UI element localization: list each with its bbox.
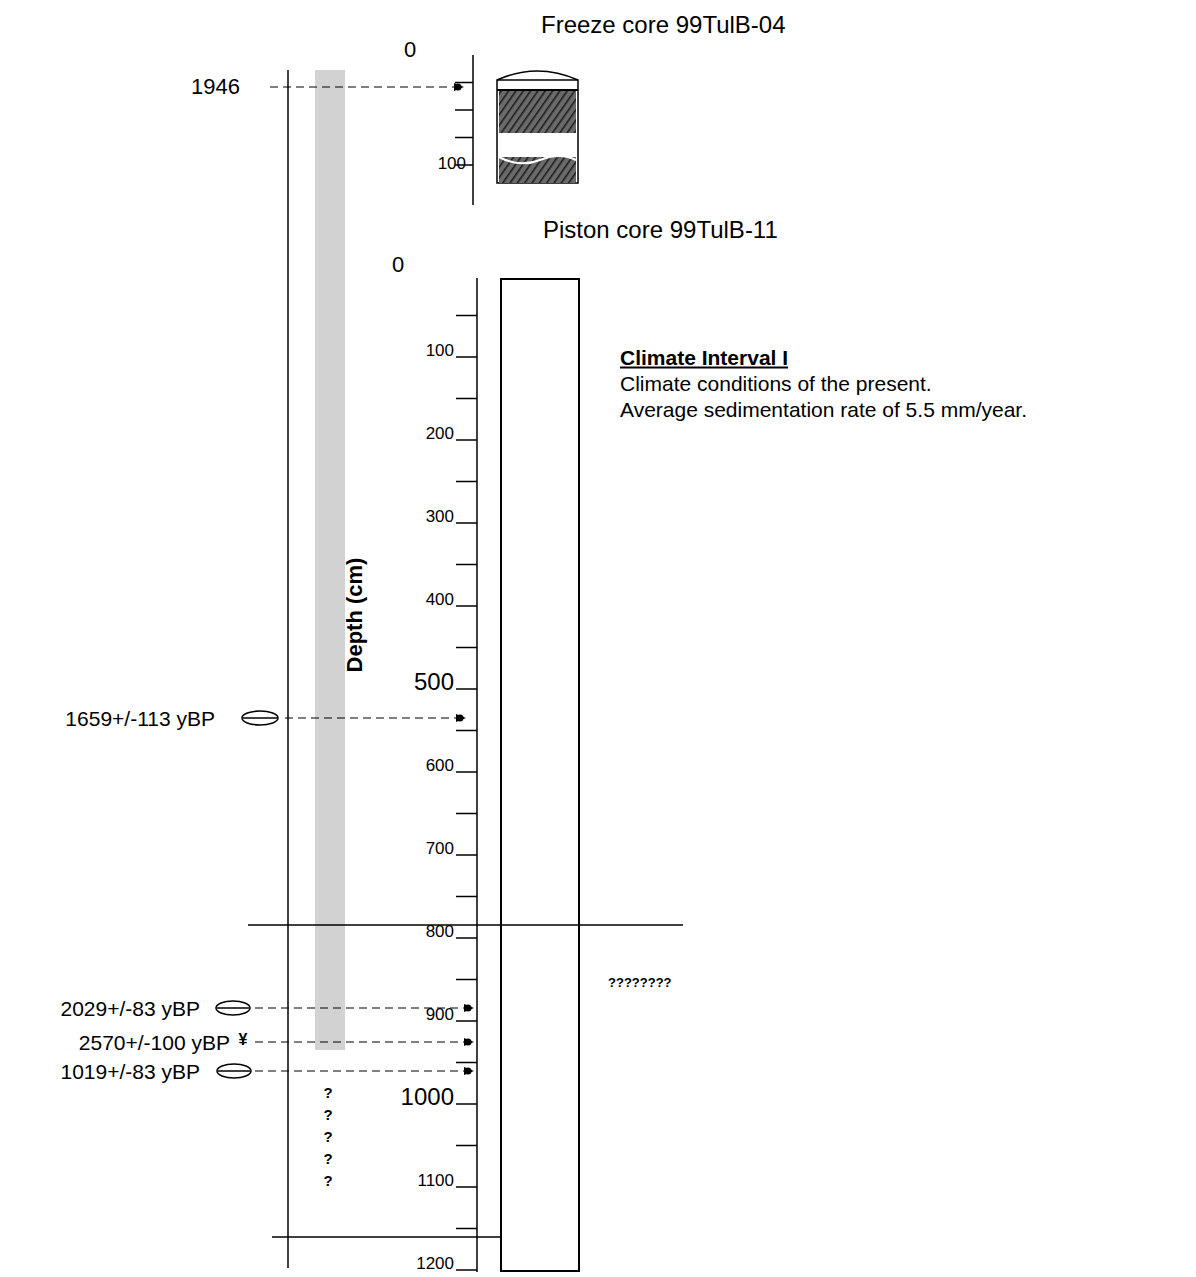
date-label: 1659+/-113 yBP bbox=[65, 708, 215, 729]
axis-tick bbox=[455, 109, 473, 111]
depth-tick-label: 100 bbox=[426, 342, 454, 359]
axis-tick bbox=[456, 771, 477, 773]
axis-tick bbox=[456, 1269, 477, 1271]
axis-tick bbox=[456, 854, 477, 856]
depth-tick-label: 200 bbox=[426, 425, 454, 442]
grey-bar bbox=[315, 70, 345, 1050]
axis-tick bbox=[455, 137, 473, 139]
axis-tick bbox=[456, 979, 477, 981]
uncertain-mark: ? bbox=[323, 1085, 332, 1100]
uncertain-mark: ? bbox=[323, 1107, 332, 1122]
uncertain-mark: ? bbox=[323, 1129, 332, 1144]
axis-line bbox=[476, 278, 478, 1272]
freeze-core-drawing bbox=[497, 71, 578, 183]
date-lines bbox=[255, 87, 466, 1071]
axis-tick bbox=[456, 315, 477, 317]
piston-core: Piston core 99TulB-11 bbox=[500, 278, 580, 1272]
interval-note: Climate conditions of the present. bbox=[620, 373, 932, 394]
axis-tick bbox=[456, 1062, 477, 1064]
axis-title: Depth (cm) bbox=[344, 558, 366, 673]
axis-tick bbox=[456, 1228, 477, 1230]
depth-tick-label: 900 bbox=[426, 1006, 454, 1023]
axis-tick bbox=[456, 813, 477, 815]
axis-tick bbox=[456, 564, 477, 566]
axis-tick bbox=[456, 605, 477, 607]
date-label: 1019+/-83 yBP bbox=[60, 1061, 200, 1082]
depth-tick-label: 1000 bbox=[401, 1085, 454, 1109]
date-markers bbox=[454, 83, 474, 1075]
sample-symbol: ¥ bbox=[239, 1032, 248, 1048]
interval-note: Average sedimentation rate of 5.5 mm/yea… bbox=[620, 399, 1027, 420]
axis-tick bbox=[456, 1186, 477, 1188]
axis-tick bbox=[456, 1145, 477, 1147]
depth-tick-label: 0 bbox=[404, 39, 416, 61]
core-title: Freeze core 99TulB-04 bbox=[541, 13, 786, 37]
depth-tick-label: 100 bbox=[438, 155, 466, 172]
date-label: 2029+/-83 yBP bbox=[60, 998, 200, 1019]
axis-line bbox=[472, 55, 474, 205]
depth-tick-label: 700 bbox=[426, 840, 454, 857]
axis-tick bbox=[456, 1020, 477, 1022]
axis-tick bbox=[456, 647, 477, 649]
sample-icons bbox=[216, 711, 278, 1078]
date-label: 1946 bbox=[191, 76, 240, 98]
axis-tick bbox=[456, 356, 477, 358]
depth-tick-label: 1100 bbox=[417, 1172, 454, 1189]
axis-tick bbox=[456, 937, 477, 939]
depth-tick-label: 600 bbox=[426, 757, 454, 774]
interval-line bbox=[248, 924, 683, 926]
axis-tick bbox=[456, 439, 477, 441]
depth-tick-label: 400 bbox=[426, 591, 454, 608]
axis-tick bbox=[456, 896, 477, 898]
base-line bbox=[272, 1236, 500, 1238]
uncertain-mark: ???????? bbox=[608, 976, 672, 989]
axis-tick bbox=[456, 688, 477, 690]
depth-tick-label: 800 bbox=[426, 923, 454, 940]
frame-line bbox=[287, 70, 289, 1268]
axis-tick bbox=[456, 522, 477, 524]
depth-tick-label: 0 bbox=[392, 254, 404, 276]
freeze-core: Freeze core 99TulB-04 bbox=[497, 68, 578, 184]
date-label: 2570+/-100 yBP bbox=[79, 1032, 230, 1053]
depth-tick-label: 500 bbox=[414, 670, 454, 694]
core-title: Piston core 99TulB-11 bbox=[543, 218, 778, 242]
axis-tick bbox=[456, 398, 477, 400]
axis-tick bbox=[455, 82, 473, 84]
uncertain-mark: ? bbox=[323, 1173, 332, 1188]
axis-tick bbox=[456, 481, 477, 483]
depth-tick-label: 300 bbox=[426, 508, 454, 525]
interval-heading: Climate Interval I bbox=[620, 347, 788, 368]
uncertain-mark: ? bbox=[323, 1151, 332, 1166]
depth-tick-label: 1200 bbox=[416, 1255, 454, 1272]
axis-tick bbox=[456, 730, 477, 732]
axis-tick bbox=[456, 1103, 477, 1105]
